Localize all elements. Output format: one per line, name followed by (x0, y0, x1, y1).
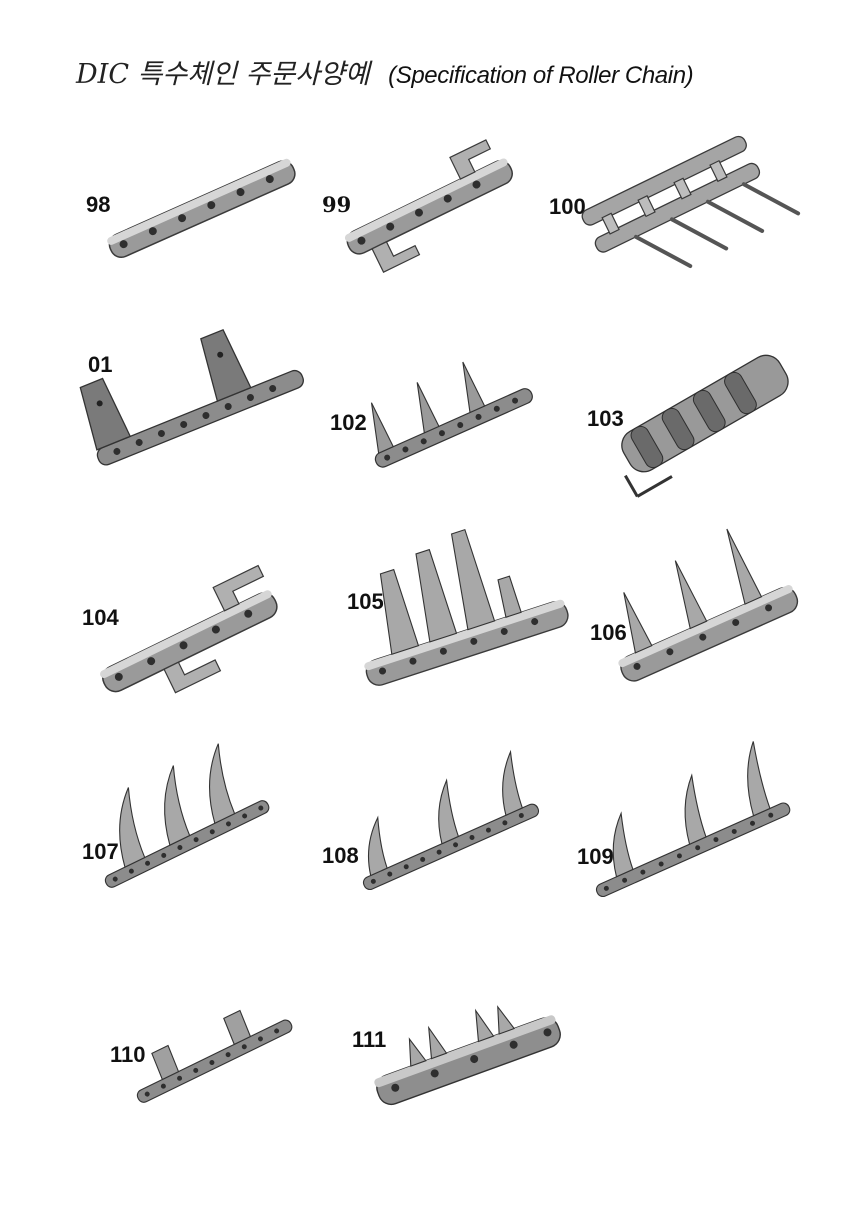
chain-item-111: 111 (348, 955, 580, 1110)
title-korean: DIC 특수체인 주문사양예 (76, 59, 370, 90)
chain-item-109: 109 (575, 720, 815, 905)
chain-image-102 (370, 361, 533, 468)
chain-image-109 (595, 741, 791, 898)
title-english: (Specification of Roller Chain) (388, 62, 694, 89)
item-number: 109 (577, 844, 614, 869)
chain-image-110 (136, 1009, 293, 1103)
chain-image-105 (364, 528, 569, 686)
chain-item-106: 106 (588, 510, 816, 690)
chain-item-104: 104 (80, 555, 315, 705)
chain-image-103 (621, 354, 789, 498)
chain-item-110: 110 (108, 960, 308, 1110)
item-number: 108 (322, 843, 359, 868)
chain-item-102: 102 (328, 330, 548, 480)
chain-item-01: 01 (79, 308, 320, 478)
chain-image-98 (107, 158, 296, 259)
chain-image-01 (79, 328, 304, 466)
chain-image-108 (362, 749, 540, 891)
item-number: 104 (82, 605, 119, 630)
item-number: 100 (549, 194, 586, 219)
chain-item-99: 99 (320, 130, 540, 280)
chain-item-98: 98 (80, 130, 310, 280)
item-number: 102 (330, 410, 367, 435)
chain-item-105: 105 (345, 505, 590, 695)
chain-item-107: 107 (80, 735, 290, 900)
item-number: 106 (590, 620, 627, 645)
chain-image-100 (581, 135, 801, 269)
chain-image-107 (104, 743, 270, 888)
chain-item-108: 108 (320, 735, 565, 900)
item-number: 103 (587, 406, 624, 431)
item-number: 107 (82, 839, 119, 864)
item-number: 98 (86, 192, 111, 217)
item-number: 99 (322, 192, 352, 217)
chain-image-104 (100, 564, 278, 694)
chain-item-103: 103 (585, 330, 815, 498)
item-number: 105 (347, 589, 384, 614)
item-number: 01 (88, 352, 113, 377)
page-title: DIC 특수체인 주문사양예 (Specification of Roller … (76, 52, 694, 91)
chain-image-111 (374, 1005, 561, 1106)
chain-item-100: 100 (545, 128, 815, 278)
item-number: 110 (110, 1042, 146, 1067)
chain-image-99 (344, 139, 513, 273)
item-number: 111 (352, 1027, 387, 1052)
chain-image-106 (618, 528, 799, 682)
